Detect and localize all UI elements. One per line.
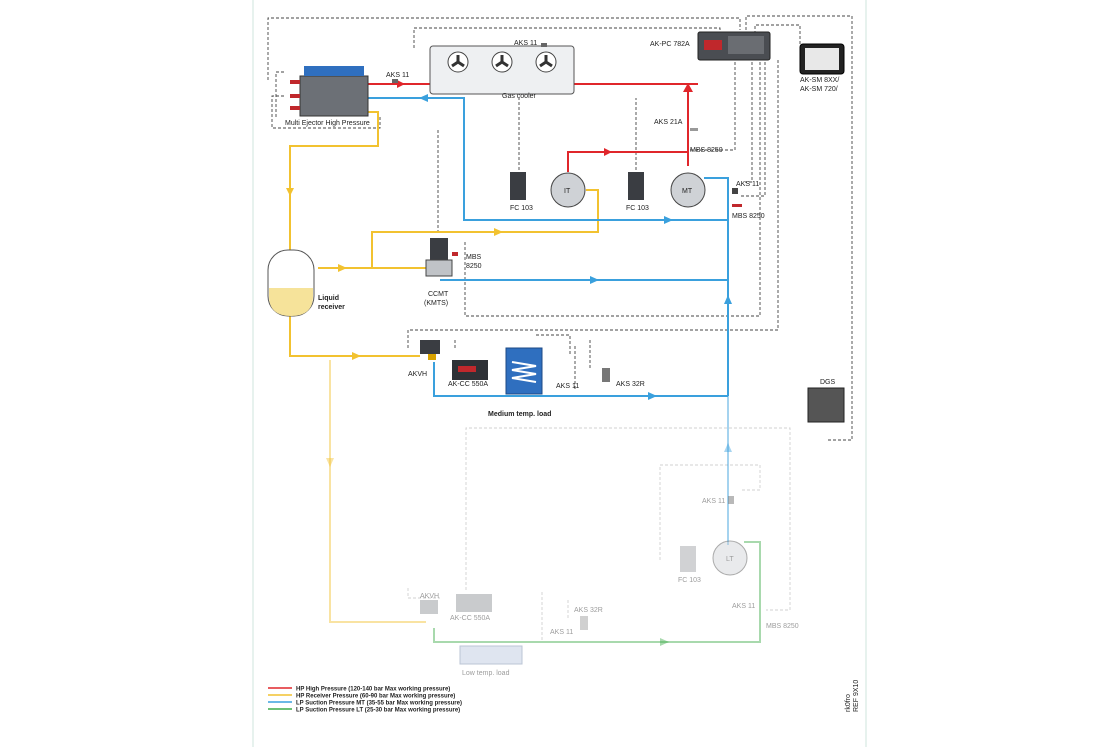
sensor-icon: [690, 128, 698, 131]
legend: HP High Pressure (120-140 bar Max workin…: [268, 687, 462, 714]
controller-icon: [697, 31, 771, 61]
fc103-mt-drive: [628, 172, 644, 200]
fc103-it-drive: [510, 172, 526, 200]
compressor-icon: [670, 172, 706, 208]
compressor-icon: [712, 540, 748, 576]
fc103-lt-drive: [680, 546, 696, 572]
aks11-gascooler-label: AKS 11: [514, 40, 537, 47]
fc103-mt-label: FC 103: [626, 205, 649, 212]
lt-label: LT: [726, 556, 734, 563]
legend-entry: LP Suction Pressure MT (35-55 bar Max wo…: [296, 701, 462, 707]
aks11-lt-label: AKS 11: [702, 498, 725, 505]
akpc782a-label: AK-PC 782A: [650, 41, 690, 48]
mbs8250-top-label: MBS 8250: [690, 147, 723, 154]
sensor-icon: [732, 204, 742, 207]
aks11-ltright-label: AKS 11: [732, 603, 755, 610]
suction-mt-lines: [368, 97, 729, 397]
sensor-icon: [580, 616, 588, 630]
controller-icon: [456, 594, 492, 612]
dgs-unit: [807, 387, 845, 423]
legend-entry: HP High Pressure (120-140 bar Max workin…: [296, 687, 450, 693]
suction-lt-lines: [433, 541, 761, 643]
fan-icon: [491, 51, 513, 73]
sensor-icon: [728, 496, 734, 504]
fc103-lt-label: FC 103: [678, 577, 701, 584]
legend-entry: HP Receiver Pressure (60-90 bar Max work…: [296, 694, 455, 700]
legend-entry: LP Suction Pressure LT (25-30 bar Max wo…: [296, 708, 460, 714]
side-code-2: REF 9X10: [853, 680, 860, 712]
valve-icon: [420, 340, 440, 360]
valve-icon: [425, 238, 458, 277]
lt-control-lines: [407, 427, 791, 640]
monitor-icon: [799, 43, 845, 75]
aks32r-lt-label: AKS 32R: [574, 607, 603, 614]
receiver-pressure-lines: [289, 111, 599, 357]
multi-ejector-label: Multi Ejector High Pressure: [285, 120, 370, 127]
aks11-mtload-label: AKS 11: [556, 383, 579, 390]
aks11-ejector-label: AKS 11: [386, 72, 409, 79]
aks11-ltload-label: AKS 11: [550, 629, 573, 636]
sensor-icon: [392, 79, 398, 83]
dgs-label: DGS: [820, 379, 836, 386]
akcc550a-mt-label: AK-CC 550A: [448, 381, 488, 388]
multi-ejector: [290, 66, 369, 117]
medium-temp-load: [505, 347, 543, 395]
medium-load-label: Medium temp. load: [488, 411, 551, 418]
aks11-mt-label: AKS 11: [736, 181, 759, 188]
aksm-label-1: AK-SM 8XX/: [800, 77, 839, 84]
liquid-receiver-label-2: receiver: [318, 304, 345, 311]
low-load-label: Low temp. load: [462, 670, 510, 677]
aksm-label-2: AK-SM 720/: [800, 86, 838, 93]
mbs8250-mt-label: MBS 8250: [732, 213, 765, 220]
low-temp-load: [459, 645, 523, 665]
aks32r-mt-label: AKS 32R: [616, 381, 645, 388]
mbs8250-ccmt-label-1: MBS: [466, 254, 482, 261]
aks21a-label: AKS 21A: [654, 119, 683, 126]
sensor-icon: [602, 368, 610, 382]
sensor-icon: [541, 43, 547, 47]
gas-cooler-label: Gas cooler: [502, 93, 537, 100]
receiver-lt-line: [329, 360, 426, 623]
ccmt-label-1: CCMT: [428, 291, 449, 298]
controller-icon: [452, 360, 488, 380]
liquid-receiver: [267, 249, 315, 317]
fan-icon: [535, 51, 557, 73]
liquid-receiver-label-1: Liquid: [318, 295, 339, 302]
mt-label: MT: [682, 188, 693, 195]
akvh-lt-label: AKVH: [420, 593, 439, 600]
compressor-icon: [550, 172, 586, 208]
akcc550a-lt-label: AK-CC 550A: [450, 615, 490, 622]
valve-icon: [420, 600, 438, 614]
fan-icon: [447, 51, 469, 73]
mbs8250-lt-label: MBS 8250: [766, 623, 799, 630]
mbs8250-ccmt-label-2: 8250: [466, 263, 482, 270]
it-label: IT: [564, 188, 571, 195]
akvh-mt-label: AKVH: [408, 371, 427, 378]
flow-arrows: [286, 80, 732, 646]
fc103-it-label: FC 103: [510, 205, 533, 212]
side-code-1: rk0fro: [845, 694, 852, 712]
sensor-icon: [732, 188, 738, 194]
gas-cooler: [429, 45, 575, 95]
ccmt-label-2: (KMTS): [424, 300, 448, 307]
control-lines: [267, 15, 853, 441]
